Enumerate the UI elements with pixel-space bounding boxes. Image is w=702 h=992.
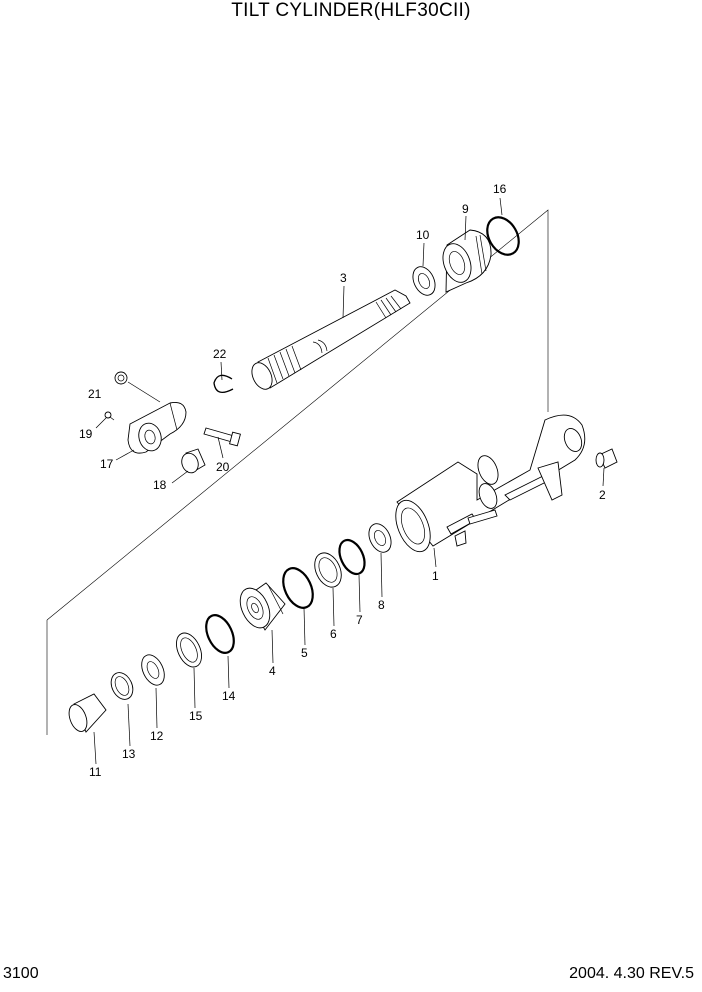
part-19-grease-nipple	[104, 411, 115, 421]
callout-11: 11	[89, 765, 102, 779]
callout-5: 5	[301, 646, 308, 660]
page-title: TILT CYLINDER(HLF30CII)	[231, 0, 471, 21]
part-3-piston-rod	[251, 289, 411, 390]
part-17-rod-eye	[127, 401, 187, 454]
part-11-bushing	[68, 693, 107, 733]
part-16-o-ring	[486, 216, 520, 256]
callout-20: 20	[216, 460, 230, 474]
part-2-pin	[595, 448, 618, 469]
callout-4: 4	[269, 664, 276, 678]
part-1-cylinder-tube	[395, 414, 586, 553]
part-13-retaining-ring	[110, 672, 134, 700]
part-20-bolt	[203, 427, 241, 447]
callout-16: 16	[493, 182, 507, 196]
callout-15: 15	[189, 709, 203, 723]
revision-date: 2004. 4.30 REV.5	[569, 965, 694, 982]
part-6-backup-ring	[314, 552, 342, 588]
callout-7: 7	[356, 613, 363, 627]
part-7-o-ring	[338, 538, 366, 576]
callout-17: 17	[100, 457, 114, 471]
callout-8: 8	[378, 598, 385, 612]
callout-labels: 1 2 3 4 5 6 7 8 9 10 11 12 13 14 15 16 1…	[79, 182, 606, 779]
part-18-bushing	[181, 448, 206, 474]
callout-21: 21	[88, 387, 102, 401]
callout-14: 14	[222, 689, 236, 703]
callout-13: 13	[122, 747, 136, 761]
part-12-lock-nut	[141, 654, 165, 686]
part-9-rod-gland	[442, 229, 492, 293]
callout-18: 18	[153, 478, 167, 492]
leader-lines	[93, 197, 605, 765]
part-14-o-ring	[205, 614, 235, 654]
part-10-dust-wiper	[412, 266, 436, 296]
callout-19: 19	[79, 427, 93, 441]
part-15-ring	[176, 632, 202, 668]
callout-1: 1	[432, 569, 439, 583]
part-4-piston	[239, 582, 286, 631]
part-22-snap-ring	[213, 374, 234, 394]
callout-10: 10	[416, 228, 430, 242]
callout-12: 12	[150, 729, 164, 743]
callout-22: 22	[213, 347, 227, 361]
part-21-nut	[114, 371, 128, 385]
part-5-o-ring	[282, 567, 314, 609]
callout-9: 9	[462, 202, 469, 216]
callout-2: 2	[599, 488, 606, 502]
callout-6: 6	[330, 627, 337, 641]
page-number: 3100	[3, 965, 39, 982]
assembly-frame	[46, 209, 549, 735]
part-8-piston-nut	[368, 523, 392, 553]
callout-3: 3	[340, 271, 347, 285]
